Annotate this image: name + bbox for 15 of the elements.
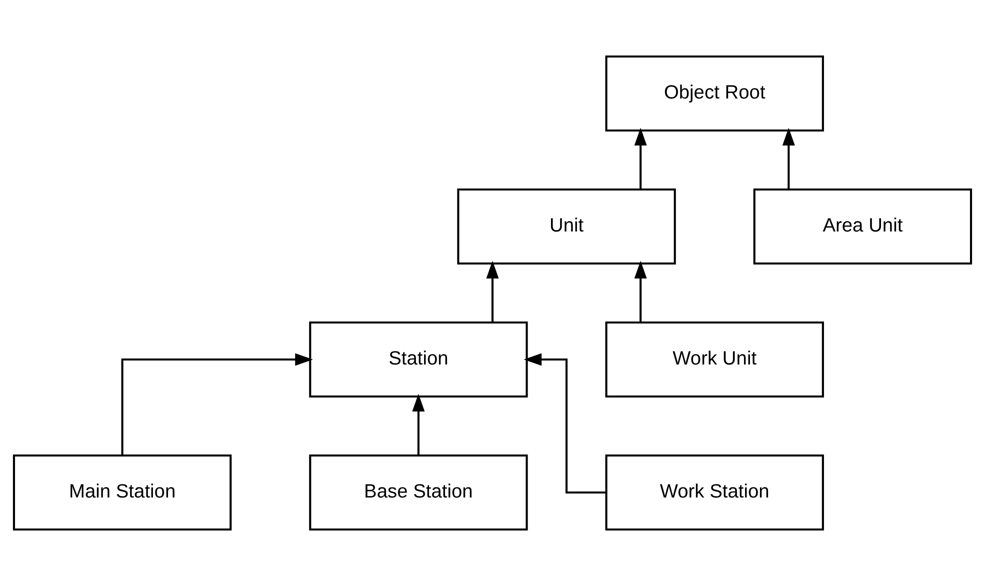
arrow [486,260,499,322]
arrow [121,352,313,455]
arrow [412,393,425,455]
node-box: Work Station [605,454,824,530]
arrow [634,260,647,322]
node-box: Work Unit [605,320,824,398]
node-box: Unit [457,188,676,264]
node-box: Base Station [309,454,528,530]
node-box: Object Root [605,54,824,132]
node-box: Area Unit [753,188,972,264]
arrow [782,127,795,189]
node-box: Station [309,320,528,398]
node-box: Main Station [12,454,232,530]
arrow [524,352,606,494]
arrow [634,127,647,189]
